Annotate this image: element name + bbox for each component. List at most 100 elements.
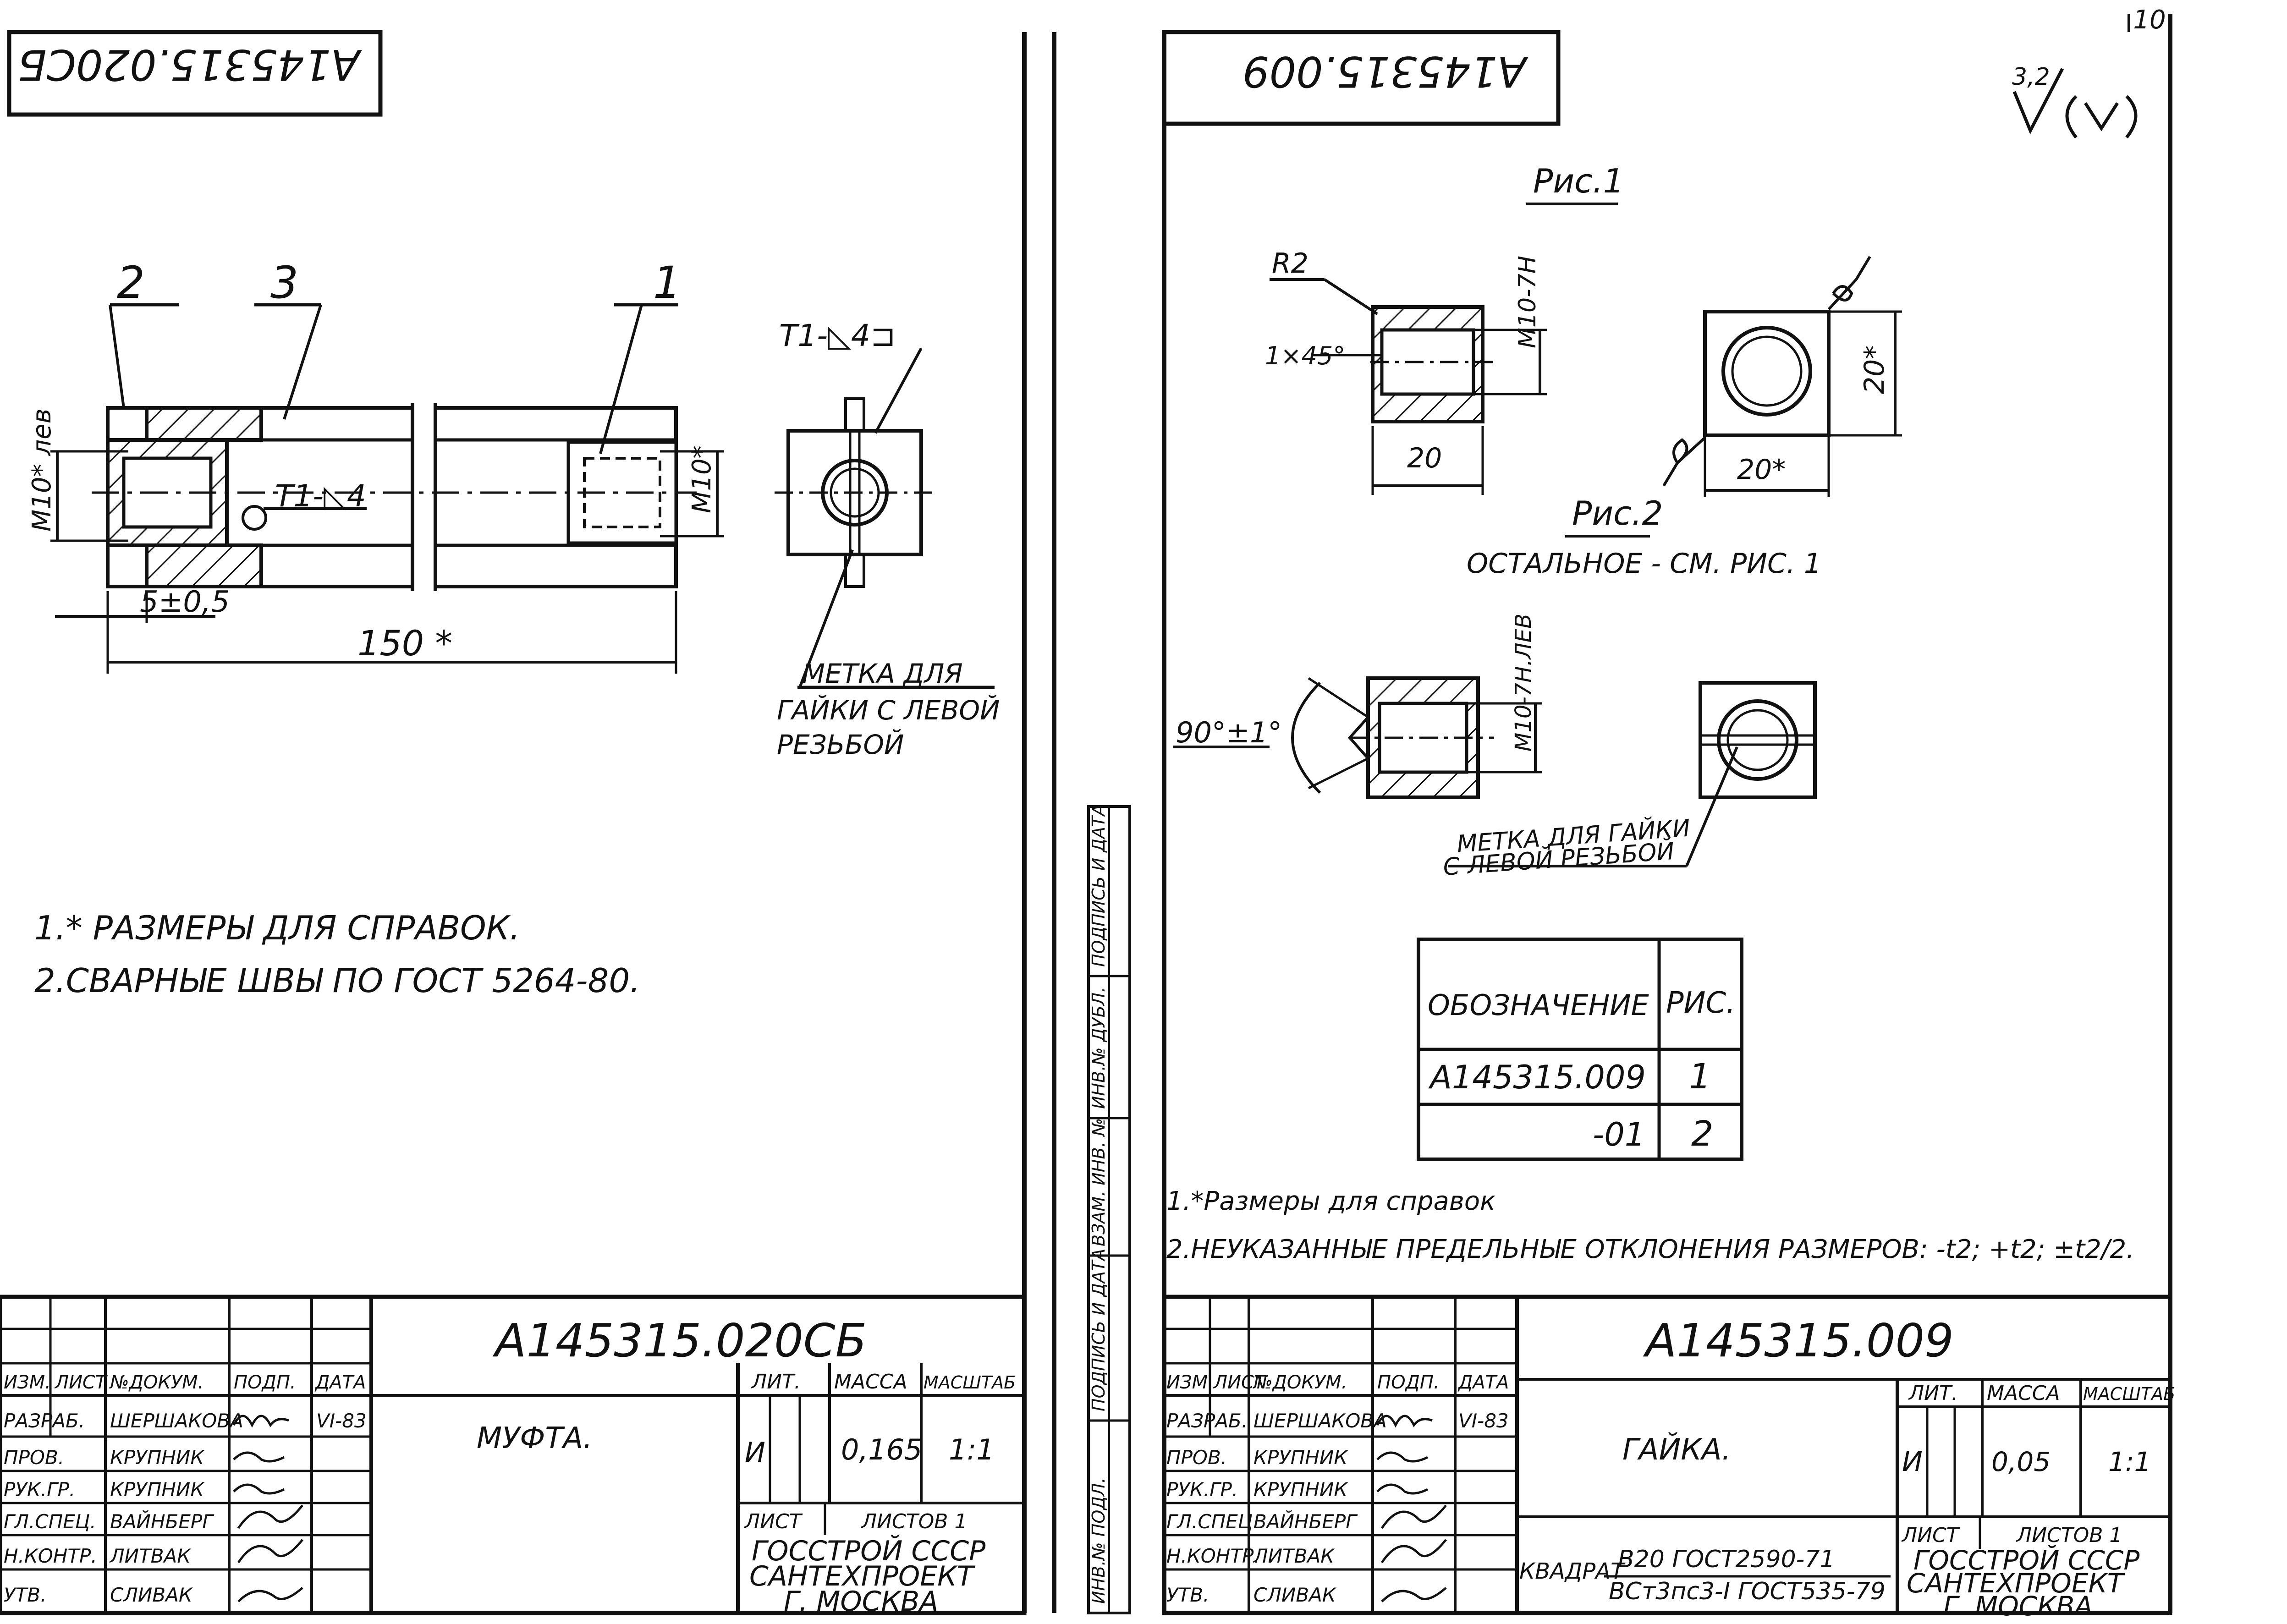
position-1: 1 [653, 257, 681, 308]
note-1: 1.* РАЗМЕРЫ ДЛЯ СПРАВОК. [34, 909, 520, 947]
svg-text:КРУПНИК: КРУПНИК [110, 1478, 205, 1501]
left-signatures [232, 1415, 303, 1602]
svg-text:ИНВ.№ ДУБЛ.: ИНВ.№ ДУБЛ. [1089, 987, 1109, 1109]
dim-20s-vertical: 20* [1858, 346, 1891, 394]
svg-text:ЛИСТ: ЛИСТ [744, 1510, 803, 1533]
svg-text:МАССА: МАССА [834, 1370, 907, 1394]
svg-text:ПРОВ.: ПРОВ. [1166, 1446, 1227, 1469]
svg-text:ГОССТРОЙ СССР: ГОССТРОЙ СССР [1913, 1544, 2139, 1576]
svg-text:ЛИТ.: ЛИТ. [1908, 1382, 1958, 1405]
svg-text:ШЕРШАКОВА: ШЕРШАКОВА [1253, 1410, 1387, 1432]
svg-text:И: И [745, 1437, 765, 1469]
svg-text:МАССА: МАССА [1987, 1382, 2060, 1405]
table-header-designation: ОБОЗНАЧЕНИЕ [1428, 988, 1649, 1022]
svg-text:ВЗАМ. ИНВ. №: ВЗАМ. ИНВ. № [1089, 1118, 1109, 1246]
svg-text:ИЗМ.: ИЗМ. [4, 1372, 51, 1393]
left-doc-code: А145315.020СБ [492, 1314, 867, 1367]
fig1-label: Рис.1 [1533, 162, 1624, 200]
side-strip [1087, 805, 1131, 1614]
svg-text:И: И [1902, 1446, 1923, 1478]
svg-text:ПОДПИСЬ И ДАТА: ПОДПИСЬ И ДАТА [1089, 804, 1109, 967]
right-lit-mass-scale: ЛИТ. МАССА МАСШТАБ И 0,05 1:1 ЛИСТ ЛИСТО… [1901, 1382, 2175, 1622]
svg-text:УТВ.: УТВ. [4, 1584, 46, 1606]
material-bottom: ВСт3пс3-I ГОСТ535-79 [1609, 1578, 1886, 1605]
left-notes: 1.* РАЗМЕРЫ ДЛЯ СПРАВОК. 2.СВАРНЫЕ ШВЫ П… [34, 909, 640, 1000]
left-stamp-code: А145315.020СБ [18, 40, 362, 89]
nut-fig2-section [1173, 676, 1542, 799]
svg-text:ЛИСТ: ЛИСТ [54, 1372, 108, 1393]
right-notes: 1.*Размеры для справок 2.НЕУКАЗАННЫЕ ПРЕ… [1166, 1186, 2134, 1264]
svg-text:РУК.ГР.: РУК.ГР. [1166, 1478, 1238, 1501]
svg-text:СЛИВАК: СЛИВАК [1253, 1584, 1337, 1606]
note-2: 2.СВАРНЫЕ ШВЫ ПО ГОСТ 5264-80. [34, 961, 640, 1000]
svg-text:Н.КОНТР.: Н.КОНТР. [4, 1545, 97, 1567]
left-col-headers: ИЗМ. ЛИСТ №ДОКУМ. ПОДП. ДАТА [4, 1372, 366, 1393]
svg-text:ИНВ.№ ПОДЛ.: ИНВ.№ ПОДЛ. [1089, 1477, 1109, 1604]
svg-text:РАЗРАБ.: РАЗРАБ. [1166, 1410, 1248, 1432]
svg-text:МАСШТАБ: МАСШТАБ [2083, 1384, 2175, 1404]
svg-text:ПОДП.: ПОДП. [234, 1372, 296, 1393]
svg-text:ГАЙКИ С ЛЕВОЙ: ГАЙКИ С ЛЕВОЙ [777, 694, 1000, 726]
fig2-note: ОСТАЛЬНОЕ - СМ. РИС. 1 [1467, 548, 1821, 580]
side-strip-labels: ПОДПИСЬ И ДАТА ИНВ.№ ДУБЛ. ВЗАМ. ИНВ. № … [1089, 804, 1109, 1604]
svg-text:0,05: 0,05 [1991, 1446, 2051, 1477]
dim-chamfer: 1×45° [1265, 341, 1345, 370]
fig2-label: Рис.2 [1572, 494, 1663, 532]
roughness-value: 3,2 [2012, 63, 2050, 91]
left-part-name: МУФТА. [477, 1421, 593, 1455]
right-roles: РАЗРАБ. ШЕРШАКОВА VI-83 ПРОВ. КРУПНИК РУ… [1166, 1410, 1509, 1606]
mufta-section-view [92, 403, 697, 591]
position-2: 2 [117, 257, 145, 308]
weld-symbol-side: Т1-◺4⊐ [779, 318, 896, 353]
nut-fig2-plan [1448, 681, 1817, 867]
svg-text:ПОДП.: ПОДП. [1377, 1372, 1440, 1393]
svg-text:КРУПНИК: КРУПНИК [1253, 1478, 1348, 1501]
svg-text:Г. МОСКВА: Г. МОСКВА [784, 1586, 938, 1618]
svg-text:ШЕРШАКОВА: ШЕРШАКОВА [110, 1410, 243, 1432]
right-part-name: ГАЙКА. [1622, 1432, 1731, 1467]
svg-text:ГЛ.СПЕЦ.: ГЛ.СПЕЦ. [4, 1510, 96, 1533]
svg-text:ГОССТРОЙ СССР: ГОССТРОЙ СССР [752, 1535, 986, 1567]
dim-angle: 90°±1° [1176, 716, 1282, 749]
table-row1-fig: 1 [1689, 1056, 1711, 1097]
svg-text:ДАТА: ДАТА [314, 1372, 366, 1393]
table-row2-code: -01 [1593, 1116, 1645, 1153]
right-note-2: 2.НЕУКАЗАННЫЕ ПРЕДЕЛЬНЫЕ ОТКЛОНЕНИЯ РАЗМ… [1166, 1234, 2134, 1264]
svg-text:САНТЕХПРОЕКТ: САНТЕХПРОЕКТ [1907, 1568, 2126, 1599]
svg-text:САНТЕХПРОЕКТ: САНТЕХПРОЕКТ [749, 1560, 976, 1592]
svg-text:ЛИСТОВ 1: ЛИСТОВ 1 [861, 1510, 967, 1533]
svg-text:ВАЙНБЕРГ: ВАЙНБЕРГ [1253, 1510, 1358, 1533]
right-note-1: 1.*Размеры для справок [1166, 1186, 1495, 1216]
svg-text:ЛИСТ: ЛИСТ [1901, 1524, 1960, 1547]
left-roles: РАЗРАБ. ШЕРШАКОВА VI-83 ПРОВ. КРУПНИК РУ… [4, 1410, 367, 1606]
svg-text:РУК.ГР.: РУК.ГР. [4, 1478, 75, 1501]
svg-text:МАСШТАБ: МАСШТАБ [924, 1372, 1016, 1393]
mufta-side-view [775, 347, 995, 689]
roughness-symbol [2012, 68, 2138, 139]
dim-length: 150 * [357, 623, 452, 664]
svg-text:ЛИТВАК: ЛИТВАК [109, 1545, 192, 1567]
right-col-headers: ИЗМ. ЛИСТ №ДОКУМ. ПОДП. ДАТА [1166, 1372, 1509, 1393]
dim-r2: R2 [1272, 247, 1308, 280]
table-row1-code: А145315.009 [1428, 1059, 1646, 1096]
svg-text:VI-83: VI-83 [1458, 1410, 1509, 1432]
svg-text:СЛИВАК: СЛИВАК [110, 1584, 193, 1606]
svg-text:Н.КОНТР.: Н.КОНТР. [1166, 1545, 1260, 1567]
svg-text:ПРОВ.: ПРОВ. [4, 1446, 64, 1469]
position-3: 3 [270, 257, 298, 308]
mufta-dimensions [50, 450, 724, 674]
svg-text:ДАТА: ДАТА [1457, 1372, 1509, 1393]
svg-text:РАЗРАБ.: РАЗРАБ. [4, 1410, 85, 1432]
svg-text:ЛИСТОВ 1: ЛИСТОВ 1 [2016, 1524, 2122, 1547]
mark-note-left: МЕТКА ДЛЯ ГАЙКИ С ЛЕВОЙ РЕЗЬБОЙ [777, 658, 1000, 760]
svg-text:ГЛ.СПЕЦ.: ГЛ.СПЕЦ. [1166, 1510, 1259, 1533]
right-title-block [1162, 1295, 2172, 1615]
mark-note-right: МЕТКА ДЛЯ ГАЙКИ С ЛЕВОЙ РЕЗЬБОЙ [1442, 814, 1691, 881]
svg-text:0,165: 0,165 [841, 1433, 923, 1466]
nut-fig1-section [1270, 278, 1547, 495]
dim-20: 20 [1407, 442, 1442, 474]
dim-20s-horizontal: 20* [1737, 454, 1786, 486]
svg-text:ПОДПИСЬ И ДАТА: ПОДПИСЬ И ДАТА [1089, 1249, 1109, 1411]
nut-fig1-plan [1662, 256, 1902, 497]
